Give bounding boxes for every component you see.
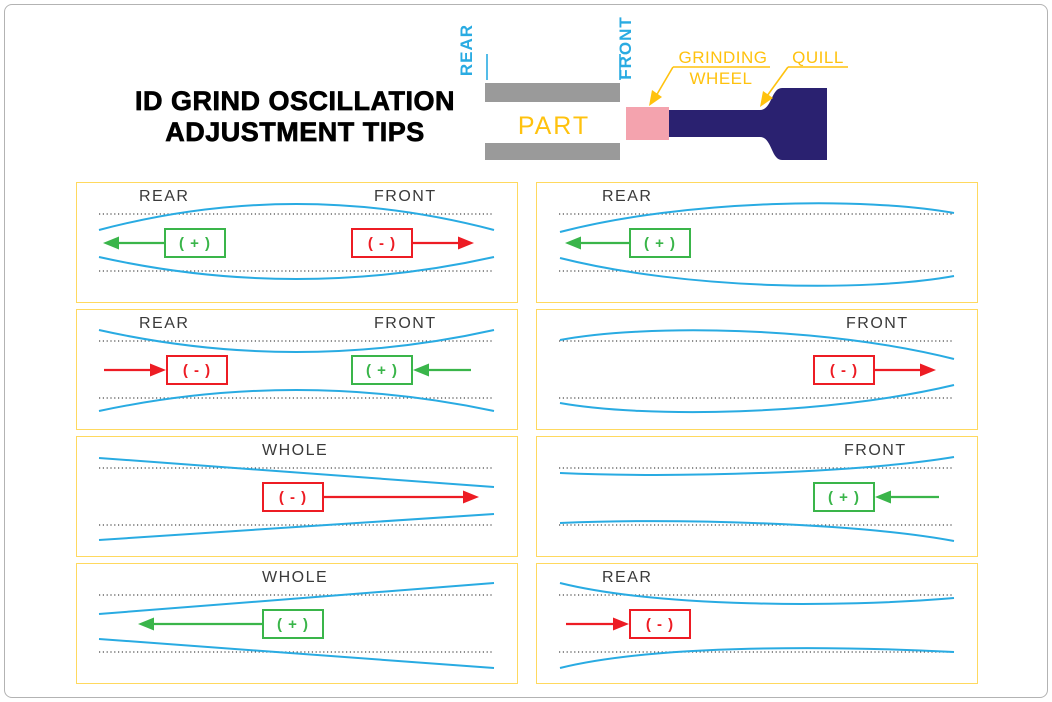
minus-adjustment-box: ( - )	[351, 228, 413, 258]
plus-adjustment-box: ( + )	[164, 228, 226, 258]
green-arrow-left-icon	[413, 363, 429, 377]
panel-2-curves	[559, 202, 955, 287]
zone-label-front: FRONT	[374, 188, 437, 205]
panel-rear-minus: REAR ( - )	[536, 563, 978, 684]
grinding-wheel-label-line1: GRINDING	[679, 48, 768, 67]
page-title: ID GRIND OSCILLATION ADJUSTMENT TIPS	[95, 86, 495, 148]
panel-whole-plus: WHOLE ( + )	[76, 563, 518, 684]
quill-shape	[669, 88, 827, 160]
panel-3-curves	[98, 329, 495, 412]
green-arrow-left-icon	[103, 236, 119, 250]
red-arrow-right-icon	[613, 617, 629, 631]
plus-adjustment-box: ( + )	[351, 355, 413, 385]
zone-label-front: FRONT	[846, 315, 909, 332]
quill-arrow-icon	[760, 91, 773, 107]
minus-adjustment-box: ( - )	[629, 609, 691, 639]
panel-4-curves	[559, 329, 955, 414]
part-bottom-wall	[485, 143, 620, 160]
front-axis-label: FRONT	[616, 16, 635, 80]
panel-rear-minus-front-plus: REAR FRONT ( - ) ( + )	[76, 309, 518, 430]
outer-border	[4, 4, 1048, 698]
panel-front-plus: FRONT ( + )	[536, 436, 978, 557]
grinding-wheel-shape	[626, 107, 669, 140]
quill-label: QUILL	[792, 48, 844, 67]
minus-adjustment-box: ( - )	[166, 355, 228, 385]
green-arrow-left-icon	[138, 617, 154, 631]
zone-label-rear: REAR	[602, 569, 653, 586]
zone-label-whole: WHOLE	[262, 569, 329, 586]
plus-adjustment-box: ( + )	[262, 609, 324, 639]
title-line-1: ID GRIND OSCILLATION	[135, 86, 455, 117]
red-arrow-right-icon	[458, 236, 474, 250]
title-line-2: ADJUSTMENT TIPS	[165, 117, 425, 148]
zone-label-front: FRONT	[374, 315, 437, 332]
quill-leader-line	[766, 66, 789, 97]
panel-7-curves	[98, 582, 495, 669]
grinding-wheel-leader-line	[655, 66, 674, 97]
green-arrow-left-icon	[875, 490, 891, 504]
zone-label-rear: REAR	[139, 188, 190, 205]
panel-whole-minus: WHOLE ( - )	[76, 436, 518, 557]
panel-6-curves	[559, 456, 955, 542]
red-arrow-right-icon	[463, 490, 479, 504]
panel-front-minus: FRONT ( - )	[536, 309, 978, 430]
part-top-wall	[485, 83, 620, 102]
header-diagram: REAR FRONT PART GRINDING WHEEL QUILL	[457, 16, 848, 160]
panel-rear-plus: REAR ( + )	[536, 182, 978, 303]
zone-label-whole: WHOLE	[262, 442, 329, 459]
minus-adjustment-box: ( - )	[262, 482, 324, 512]
zone-label-rear: REAR	[139, 315, 190, 332]
panel-rear-plus-front-minus: REAR FRONT ( + ) ( - )	[76, 182, 518, 303]
zone-label-rear: REAR	[602, 188, 653, 205]
plus-adjustment-box: ( + )	[629, 228, 691, 258]
panel-1-curves	[98, 203, 495, 280]
panel-5-curves	[98, 457, 495, 541]
part-label: PART	[518, 112, 590, 140]
green-arrow-left-icon	[565, 236, 581, 250]
zone-label-front: FRONT	[844, 442, 907, 459]
minus-adjustment-box: ( - )	[813, 355, 875, 385]
rear-axis-label: REAR	[457, 24, 476, 76]
red-arrow-right-icon	[920, 363, 936, 377]
red-arrow-right-icon	[150, 363, 166, 377]
panel-8-curves	[559, 582, 955, 669]
plus-adjustment-box: ( + )	[813, 482, 875, 512]
grinding-wheel-arrow-icon	[649, 90, 662, 106]
grinding-wheel-label-line2: WHEEL	[690, 69, 753, 88]
